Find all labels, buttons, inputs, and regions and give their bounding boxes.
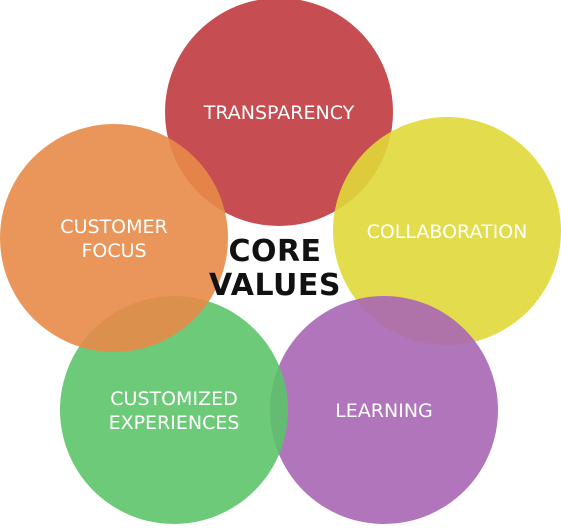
circle-customized-experiences	[60, 296, 288, 524]
label-collaboration-line-1: COLLABORATION	[367, 221, 528, 243]
label-customized-experiences-line-2: EXPERIENCES	[109, 412, 240, 434]
center-title: CORE VALUES	[205, 235, 345, 303]
circle-customer-focus	[0, 124, 228, 352]
label-learning-line-1: LEARNING	[335, 400, 433, 422]
label-transparency-line-1: TRANSPARENCY	[203, 102, 355, 124]
label-customer-focus-line-1: CUSTOMER	[60, 216, 167, 238]
center-title-line-1: CORE	[228, 234, 322, 269]
center-title-line-2: VALUES	[209, 268, 341, 303]
circle-learning	[270, 296, 498, 524]
circle-transparency	[165, 0, 393, 226]
label-customer-focus-line-2: FOCUS	[81, 240, 146, 262]
label-learning: LEARNING	[335, 400, 433, 422]
label-collaboration: COLLABORATION	[367, 221, 528, 243]
circle-collaboration	[333, 117, 561, 345]
label-customized-experiences-line-1: CUSTOMIZED	[110, 388, 237, 410]
label-transparency: TRANSPARENCY	[203, 102, 355, 124]
